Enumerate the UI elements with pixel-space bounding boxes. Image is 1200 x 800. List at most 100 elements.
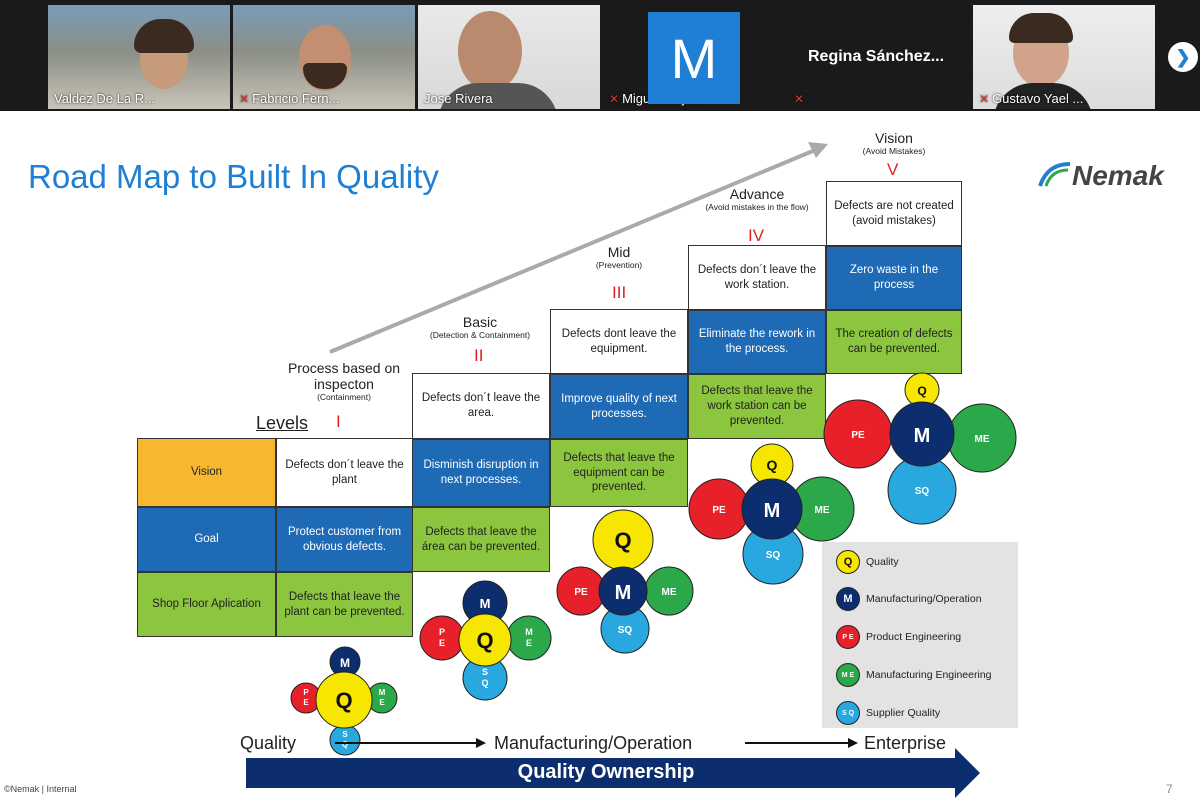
legend-label: Manufacturing/Operation <box>866 593 982 605</box>
legend: Q Quality M Manufacturing/Operation P E … <box>822 542 1018 728</box>
level-sub: (Prevention) <box>595 260 643 270</box>
legend-label: Supplier Quality <box>866 707 941 719</box>
muted-mic-icon: ✕ <box>609 92 620 106</box>
legend-item: M E Manufacturing Engineering <box>836 663 992 687</box>
levels-label: Levels <box>256 413 309 433</box>
chevron-right-icon: ❯ <box>1175 46 1191 67</box>
participant-tile[interactable]: Valdez De La R... <box>48 5 230 109</box>
svg-text:Q: Q <box>342 740 348 749</box>
level-numeral: V <box>887 160 899 179</box>
svg-text:ME: ME <box>975 434 990 445</box>
participant-strip: Valdez De La R... ✕Fabricio Fern... Jose… <box>0 0 1200 111</box>
svg-text:Q: Q <box>335 688 352 713</box>
svg-text:Q: Q <box>767 457 778 473</box>
svg-text:S: S <box>342 730 348 739</box>
muted-mic-icon: ✕ <box>794 92 805 106</box>
level-sub: (Avoid mistakes in the flow) <box>705 202 809 212</box>
muted-mic-icon: ✕ <box>239 92 250 106</box>
level-3-vision: Defects dont leave the equipment. <box>550 309 688 374</box>
ownership-arrow <box>246 748 980 798</box>
svg-text:M: M <box>615 582 632 604</box>
manufacturing-engineering-icon: M E <box>836 663 860 687</box>
supplier-quality-icon: S Q <box>836 701 860 725</box>
ownership-label: Quality Ownership <box>517 761 695 783</box>
level-2-vision: Defects don´t leave the area. <box>412 373 550 439</box>
svg-text:S: S <box>482 667 488 677</box>
participant-name: Regina Sánchez... <box>808 48 945 65</box>
svg-text:M: M <box>764 500 781 522</box>
svg-text:M: M <box>340 656 350 670</box>
level-numeral: IV <box>748 226 765 245</box>
svg-text:PE: PE <box>574 587 588 598</box>
level-1-heading: Process based on inspecton (Containment) <box>276 360 412 402</box>
participant-avatar: M <box>648 12 740 104</box>
svg-text:SQ: SQ <box>915 486 930 497</box>
level-1-vision: Defects don´t leave the plant <box>276 438 413 507</box>
level-sub: (Detection & Containment) <box>429 330 531 340</box>
row-header-goal: Goal <box>137 507 276 572</box>
next-page-button[interactable]: ❯ <box>1168 42 1198 72</box>
level-name: Mid <box>607 244 631 260</box>
level-numeral: II <box>474 346 484 365</box>
svg-text:M: M <box>525 627 533 637</box>
level-2-goal: Disminish disruption in next processes. <box>412 439 550 507</box>
svg-text:E: E <box>526 638 532 648</box>
svg-text:E: E <box>439 638 445 648</box>
svg-text:P: P <box>303 688 309 697</box>
level-5-goal: Zero waste in the process <box>826 246 962 310</box>
svg-text:M: M <box>480 596 491 611</box>
participant-tile[interactable]: ✕ <box>788 5 970 109</box>
footer-text: ©Nemak | Internal <box>4 784 77 794</box>
legend-label: Manufacturing Engineering <box>866 669 992 681</box>
level-5-heading: Vision (Avoid Mistakes) <box>826 130 962 156</box>
level-sub: (Avoid Mistakes) <box>862 146 926 156</box>
svg-text:PE: PE <box>851 430 865 441</box>
participant-tile[interactable]: Jose Rivera <box>418 5 600 109</box>
participant-name: Gustavo Yael ... <box>992 91 1084 106</box>
level-5-vision: Defects are not created (avoid mistakes) <box>826 181 962 246</box>
level-4-vision: Defects don´t leave the work station. <box>688 245 826 310</box>
participant-name: Fabricio Fern... <box>252 91 340 106</box>
legend-item: P E Product Engineering <box>836 625 961 649</box>
row-header-shop: Shop Floor Aplication <box>137 572 276 637</box>
legend-item: M Manufacturing/Operation <box>836 587 982 611</box>
level-4-heading: Advance (Avoid mistakes in the flow) <box>688 186 826 212</box>
flow-mid: Manufacturing/Operation <box>494 733 693 753</box>
nemak-logo-icon <box>1038 162 1071 187</box>
level-1-goal: Protect customer from obvious defects. <box>276 507 413 572</box>
level-name: Vision <box>875 130 913 146</box>
participant-tile[interactable]: ✕Fabricio Fern... <box>233 5 415 109</box>
flow-start: Quality <box>240 733 297 753</box>
svg-text:ME: ME <box>662 587 677 598</box>
level-numeral: I <box>336 412 341 431</box>
level-4-shop: Defects that leave the work station can … <box>688 374 826 439</box>
level-3-goal: Improve quality of next processes. <box>550 374 688 439</box>
level-numeral: III <box>612 283 627 302</box>
participant-tile[interactable]: ✕Gustavo Yael ... <box>973 5 1155 109</box>
product-engineering-icon: P E <box>836 625 860 649</box>
legend-item: Q Quality <box>836 550 899 574</box>
svg-text:SQ: SQ <box>618 625 633 636</box>
legend-item: S Q Supplier Quality <box>836 701 940 725</box>
level-name: Advance <box>729 186 785 202</box>
page-number: 7 <box>1166 782 1173 796</box>
flow-end: Enterprise <box>864 733 947 753</box>
cluster-level-3: Q PE ME SQ M <box>556 509 694 654</box>
svg-text:PE: PE <box>712 505 726 516</box>
muted-mic-icon: ✕ <box>979 92 990 106</box>
svg-text:Q: Q <box>481 678 488 688</box>
svg-text:E: E <box>303 698 309 707</box>
level-name: Basic <box>462 314 498 330</box>
svg-text:P: P <box>439 627 445 637</box>
level-5-shop: The creation of defects can be prevented… <box>826 310 962 374</box>
cluster-level-5: Q PE ME SQ M <box>823 372 1017 525</box>
level-sub: (Containment) <box>317 392 371 402</box>
legend-label: Quality <box>866 556 899 568</box>
level-name: Process based on inspecton <box>287 360 401 392</box>
svg-text:SQ: SQ <box>766 550 781 561</box>
svg-text:E: E <box>379 698 385 707</box>
nemak-logo-text: Nemak <box>1072 160 1164 191</box>
participant-name: Valdez De La R... <box>54 91 155 106</box>
